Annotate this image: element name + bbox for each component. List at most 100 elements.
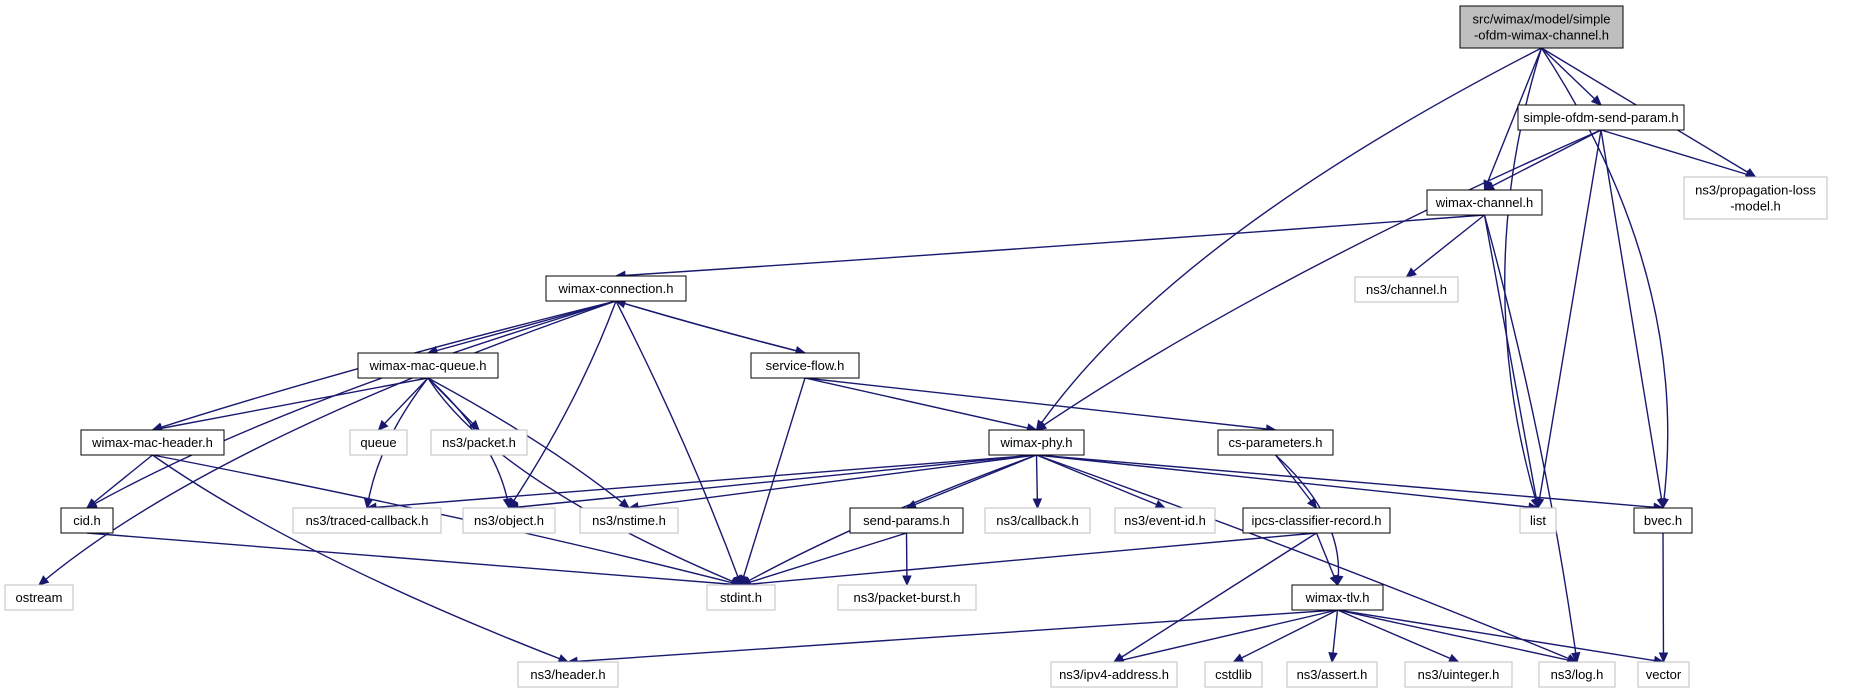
node-box bbox=[849, 507, 964, 534]
edge-send_param-to-bvec bbox=[1600, 129, 1664, 509]
edge-service_flow-to-cs_parameters bbox=[804, 377, 1276, 431]
node-box bbox=[988, 429, 1085, 456]
edge-ipcs-to-ipv4_address bbox=[1113, 532, 1317, 663]
node-label: wimax-mac-header.h bbox=[91, 435, 213, 450]
edge-send_param-to-prop_loss bbox=[1600, 129, 1756, 178]
node-box bbox=[1459, 5, 1624, 49]
node-label: ns3/packet-burst.h bbox=[854, 590, 961, 605]
node-box bbox=[579, 507, 679, 534]
node-box bbox=[1114, 507, 1216, 534]
arrowhead-ipcs-to-wimax_tlv bbox=[1329, 574, 1339, 587]
edge-wimax_channel-to-wimax_connection bbox=[615, 214, 1485, 277]
node-box bbox=[1050, 661, 1178, 688]
node-label: queue bbox=[360, 435, 396, 450]
node-wimax-tlv[interactable]: wimax-tlv.h bbox=[1291, 584, 1384, 611]
node-uinteger: ns3/uinteger.h bbox=[1404, 661, 1513, 688]
node-mac-queue[interactable]: wimax-mac-queue.h bbox=[357, 352, 499, 379]
node-label: simple-ofdm-send-param.h bbox=[1523, 110, 1678, 125]
node-label: cstdlib bbox=[1215, 667, 1252, 682]
node-stdint: stdint.h bbox=[706, 584, 776, 611]
node-box bbox=[462, 507, 556, 534]
node-box bbox=[1538, 661, 1616, 688]
node-packet-burst: ns3/packet-burst.h bbox=[837, 584, 977, 611]
node-label: stdint.h bbox=[720, 590, 762, 605]
node-send-params[interactable]: send-params.h bbox=[849, 507, 964, 534]
arrowhead-bvec-to-vector bbox=[1658, 652, 1669, 664]
node-label: cs-parameters.h bbox=[1229, 435, 1323, 450]
node-label: src/wimax/model/simple bbox=[1473, 12, 1611, 27]
node-mac-header[interactable]: wimax-mac-header.h bbox=[80, 429, 225, 456]
node-wimax-phy[interactable]: wimax-phy.h bbox=[988, 429, 1085, 456]
node-label: -ofdm-wimax-channel.h bbox=[1474, 28, 1609, 43]
node-cs-parameters[interactable]: cs-parameters.h bbox=[1217, 429, 1334, 456]
edge-service_flow-to-wimax_phy bbox=[804, 377, 1037, 431]
node-box bbox=[1242, 507, 1391, 534]
node-cid[interactable]: cid.h bbox=[60, 507, 114, 534]
node-box bbox=[1683, 176, 1828, 220]
edge-send_param-to-list bbox=[1537, 129, 1602, 509]
node-send-param[interactable]: simple-ofdm-send-param.h bbox=[1517, 104, 1685, 131]
arrowhead-mac_queue-to-queue bbox=[377, 419, 389, 431]
node-box bbox=[1633, 507, 1693, 534]
edge-wimax_tlv-to-uinteger bbox=[1337, 609, 1459, 663]
edge-cid-to-stdint bbox=[86, 532, 742, 586]
node-box bbox=[349, 429, 408, 456]
node-label: ns3/channel.h bbox=[1366, 282, 1447, 297]
node-box bbox=[1517, 104, 1685, 131]
node-label: wimax-mac-queue.h bbox=[368, 358, 486, 373]
node-ns3-callback: ns3/callback.h bbox=[984, 507, 1091, 534]
node-label: ns3/assert.h bbox=[1297, 667, 1368, 682]
edge-mac_queue-to-mac_header bbox=[152, 377, 429, 431]
arrowhead-wimax_tlv-to-ns3_assert bbox=[1328, 652, 1338, 664]
node-ipv4-address: ns3/ipv4-address.h bbox=[1050, 661, 1178, 688]
node-wimax-connection[interactable]: wimax-connection.h bbox=[545, 275, 687, 302]
node-box bbox=[4, 584, 74, 611]
node-bvec[interactable]: bvec.h bbox=[1633, 507, 1693, 534]
edge-mac_header-to-ns3_header bbox=[152, 454, 569, 663]
node-box bbox=[1426, 189, 1543, 216]
edge-wimax_tlv-to-ns3_log bbox=[1337, 609, 1578, 663]
edge-bvec-to-vector bbox=[1662, 532, 1665, 663]
node-event-id: ns3/event-id.h bbox=[1114, 507, 1216, 534]
node-cstdlib: cstdlib bbox=[1204, 661, 1263, 688]
edge-wimax_phy-to-nstime bbox=[628, 454, 1037, 509]
node-vector: vector bbox=[1637, 661, 1690, 688]
edge-mac_queue-to-nstime bbox=[427, 377, 630, 509]
dependency-nodes: src/wimax/model/simple-ofdm-wimax-channe… bbox=[4, 5, 1828, 688]
arrowhead-wimax_tlv-to-uinteger bbox=[1447, 653, 1460, 663]
node-list: list bbox=[1519, 507, 1557, 534]
node-label: service-flow.h bbox=[766, 358, 845, 373]
node-box bbox=[357, 352, 499, 379]
edge-wimax_tlv-to-vector bbox=[1337, 609, 1664, 663]
node-label: ns3/callback.h bbox=[996, 513, 1078, 528]
node-box bbox=[706, 584, 776, 611]
node-ns3-assert: ns3/assert.h bbox=[1286, 661, 1378, 688]
arrowhead-send_params-to-packet_burst bbox=[902, 575, 912, 587]
edge-mac_header-to-cid bbox=[86, 454, 153, 509]
arrowhead-mac_queue-to-ns3_packet bbox=[468, 419, 480, 431]
node-wimax-channel[interactable]: wimax-channel.h bbox=[1426, 189, 1543, 216]
edge-wimax_phy-to-ns3_object bbox=[508, 454, 1037, 509]
node-ns3-packet: ns3/packet.h bbox=[430, 429, 528, 456]
edge-wimax_phy-to-bvec bbox=[1036, 454, 1664, 509]
edge-mac_queue-to-stdint bbox=[427, 377, 742, 586]
edge-wimax_phy-to-traced_callback bbox=[366, 454, 1037, 509]
node-ipcs[interactable]: ipcs-classifier-record.h bbox=[1242, 507, 1391, 534]
node-root[interactable]: src/wimax/model/simple-ofdm-wimax-channe… bbox=[1459, 5, 1624, 49]
edge-send_params-to-stdint bbox=[740, 532, 907, 586]
node-box bbox=[750, 352, 860, 379]
node-label: ns3/traced-callback.h bbox=[306, 513, 429, 528]
edge-wimax_connection-to-cid bbox=[86, 300, 617, 509]
edge-ipcs-to-stdint bbox=[740, 532, 1317, 586]
node-label: ns3/uinteger.h bbox=[1418, 667, 1500, 682]
node-traced-callback: ns3/traced-callback.h bbox=[292, 507, 442, 534]
edge-root-to-wimax_channel bbox=[1483, 47, 1543, 191]
arrowhead-send_param-to-bvec bbox=[1656, 497, 1667, 510]
node-box bbox=[517, 661, 619, 688]
edge-wimax_tlv-to-ns3_header bbox=[567, 609, 1338, 663]
arrowhead-wimax_tlv-to-cstdlib bbox=[1232, 653, 1245, 663]
node-label: ns3/nstime.h bbox=[592, 513, 666, 528]
arrowhead-mac_queue-to-ns3_object bbox=[502, 497, 513, 510]
node-service-flow[interactable]: service-flow.h bbox=[750, 352, 860, 379]
